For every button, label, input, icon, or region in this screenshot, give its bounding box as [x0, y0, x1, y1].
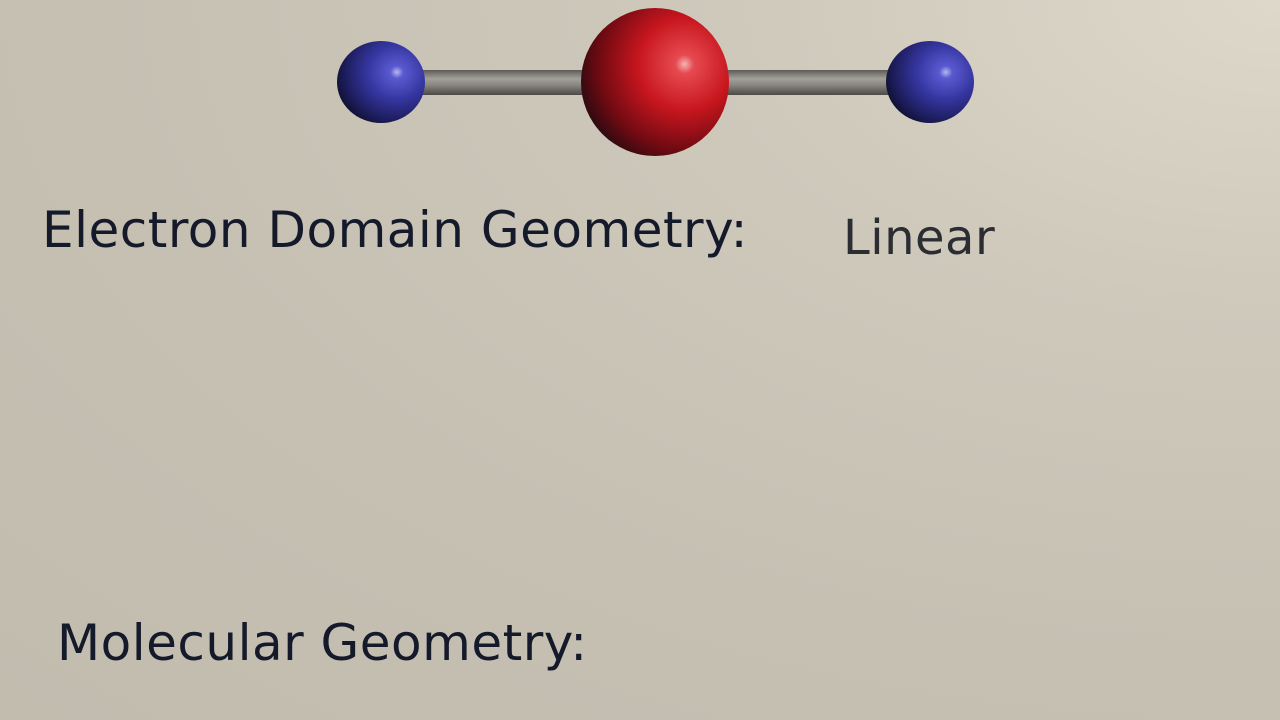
electron-domain-geometry-label: Electron Domain Geometry:	[42, 201, 748, 259]
electron-domain-geometry-value: Linear	[843, 210, 996, 266]
molecular-geometry-label: Molecular Geometry:	[57, 614, 588, 672]
molecule-model	[337, 8, 974, 156]
atom-left	[337, 41, 425, 123]
atom-right	[886, 41, 974, 123]
atom-central	[581, 8, 729, 156]
bond-right	[700, 70, 900, 95]
bond-left	[410, 70, 610, 95]
